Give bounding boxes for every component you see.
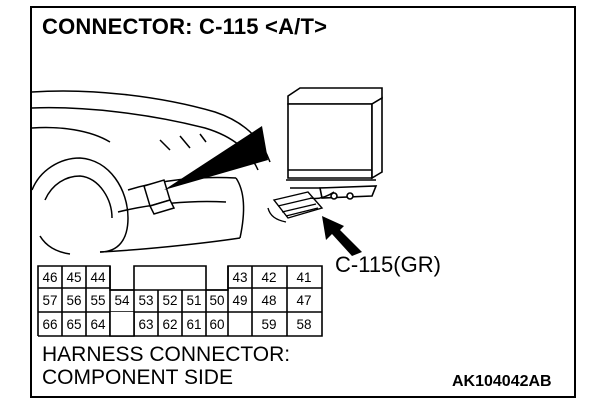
pin-label: 46	[42, 270, 57, 285]
pin-label: 50	[209, 293, 224, 308]
connector-face	[37, 265, 323, 337]
pin-label: 54	[114, 293, 130, 308]
pin-label: 41	[296, 270, 311, 285]
pin-label: 63	[138, 317, 153, 332]
callout-arrow	[322, 216, 362, 256]
pin-label: 65	[66, 317, 81, 332]
dash-connector-icon	[143, 179, 176, 215]
control-unit	[286, 87, 383, 200]
connector-pin-labels: 46 45 44 43 42 41 57 56 55 54 53 52 51 5…	[42, 270, 311, 332]
harness-connector-caption: HARNESS CONNECTOR:	[42, 343, 291, 366]
pin-label: 52	[162, 293, 177, 308]
pin-label: 43	[232, 270, 247, 285]
pin-label: 60	[209, 317, 224, 332]
page-title: CONNECTOR: C-115 <A/T>	[42, 14, 328, 39]
pin-label: 44	[90, 270, 106, 285]
pin-label: 61	[186, 317, 201, 332]
pin-label: 49	[232, 293, 247, 308]
pin-label: 66	[42, 317, 57, 332]
pin-label: 55	[90, 293, 105, 308]
connector-callout-label: C-115(GR)	[335, 252, 441, 277]
zoom-pointer	[164, 126, 268, 190]
pin-label: 45	[66, 270, 81, 285]
pin-label: 58	[296, 317, 311, 332]
pin-label: 62	[162, 317, 177, 332]
pin-label: 48	[261, 293, 276, 308]
pin-label: 42	[261, 270, 276, 285]
figure-code: AK104042AB	[452, 373, 552, 390]
harness-plug	[267, 191, 335, 223]
pin-label: 47	[296, 293, 311, 308]
pin-label: 57	[42, 293, 57, 308]
pin-label: 64	[90, 317, 106, 332]
pin-label: 53	[138, 293, 153, 308]
diagram-frame	[30, 6, 576, 398]
pin-label: 59	[261, 317, 276, 332]
component-side-caption: COMPONENT SIDE	[42, 366, 233, 389]
dashboard-outline	[31, 90, 271, 255]
pin-label: 51	[186, 293, 201, 308]
pin-label: 56	[66, 293, 81, 308]
